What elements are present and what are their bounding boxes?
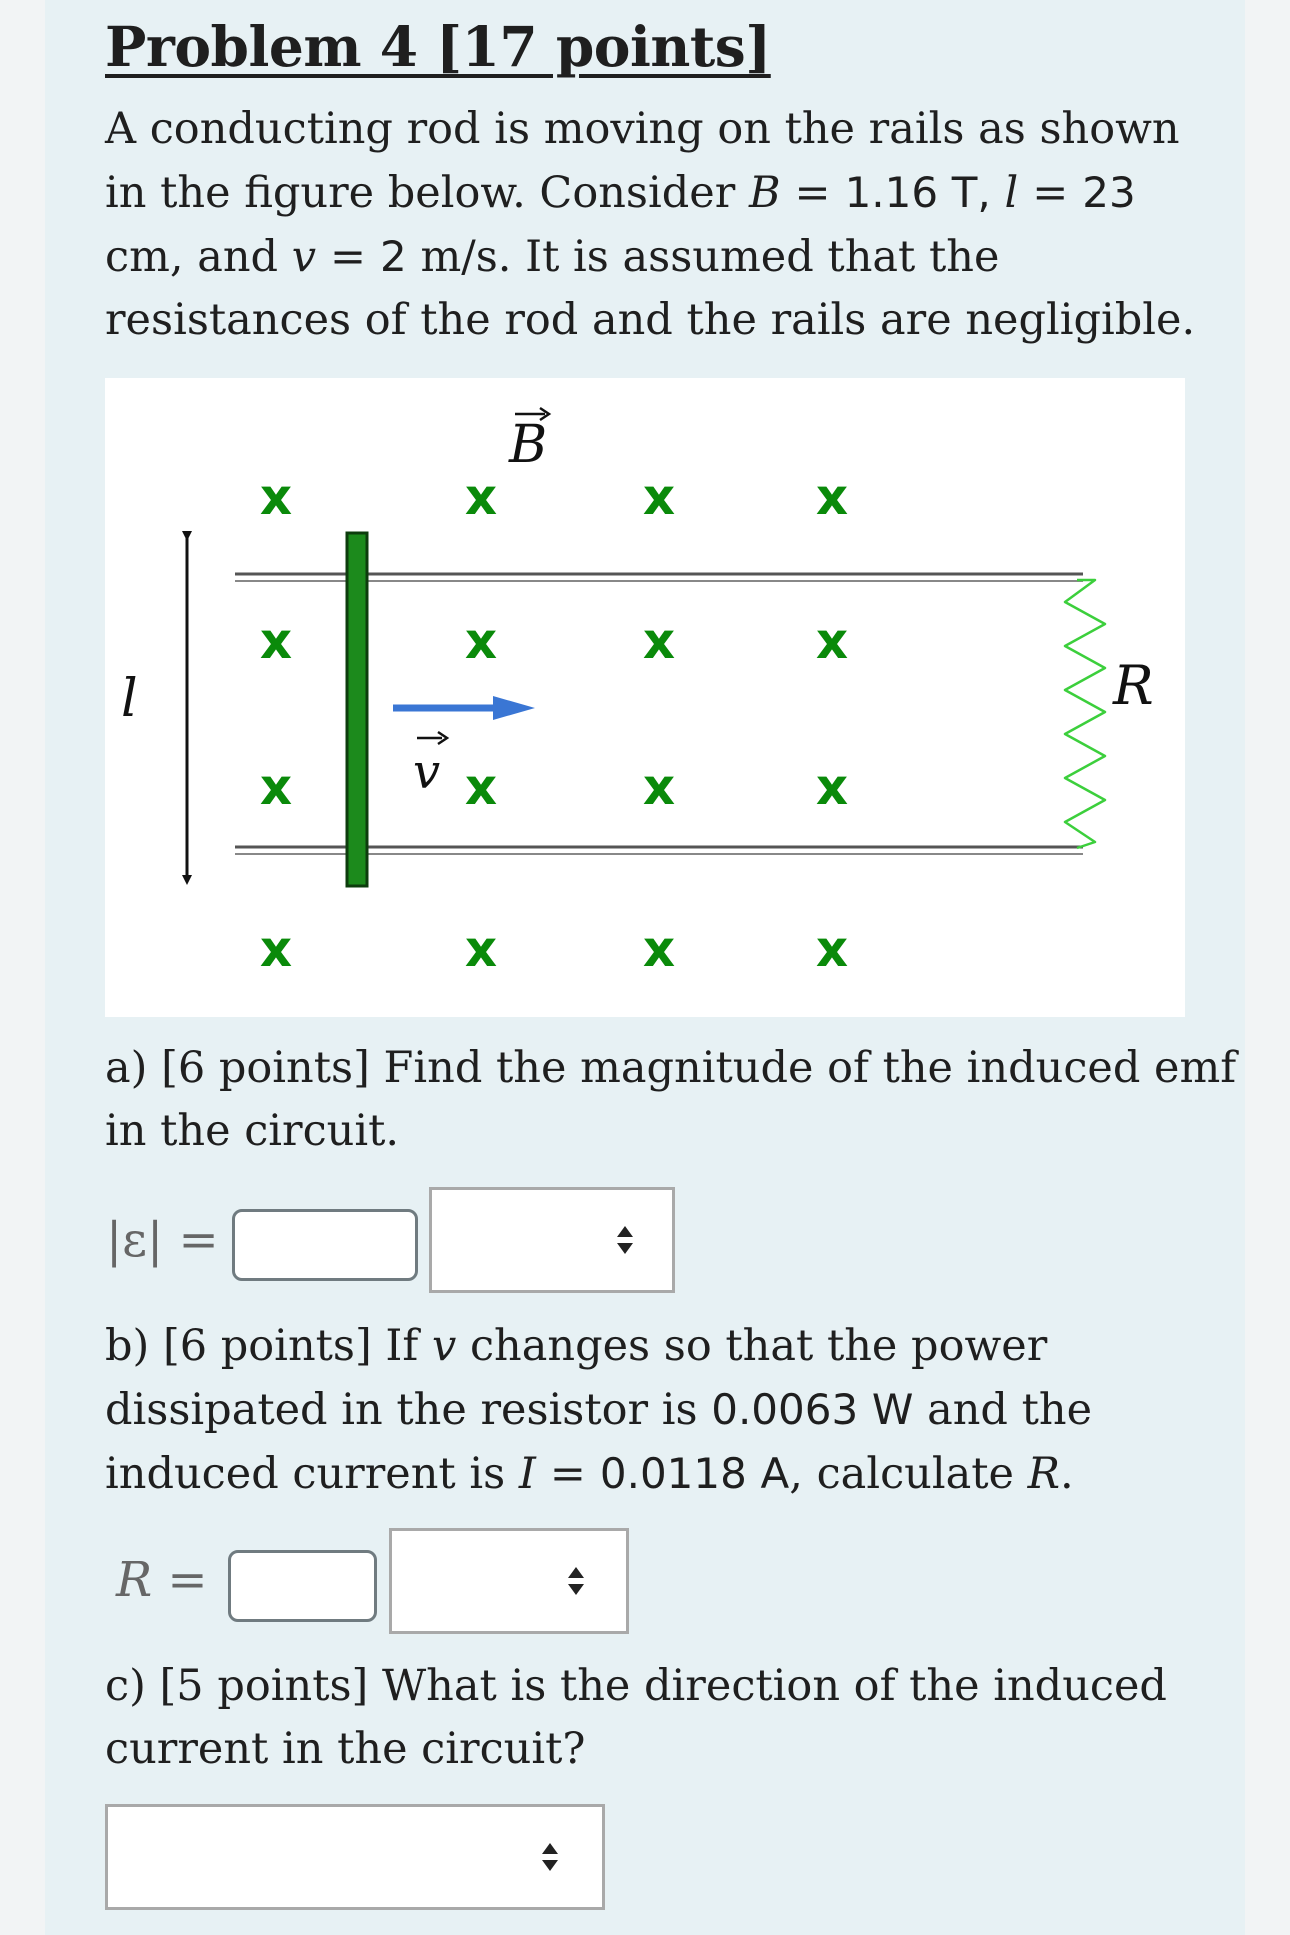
I-symbol: I	[518, 1449, 536, 1499]
resistor	[1063, 578, 1107, 850]
field-label: B	[508, 415, 547, 475]
problem-statement: A conducting rod is moving on the rails …	[105, 98, 1196, 352]
part-b-text: .	[1060, 1449, 1074, 1499]
B-value: 1.16	[844, 168, 939, 217]
current-value: 0.0118	[599, 1449, 747, 1498]
cm-unit-text: cm, and	[105, 232, 292, 282]
statement-line-4: resistances of the rod and the rails are…	[105, 295, 1196, 345]
select-updown-arrow-icon	[542, 1843, 558, 1871]
field-cross-icon: x	[816, 758, 848, 816]
l-value: 23	[1082, 168, 1136, 217]
part-c-line-2: current in the circuit?	[105, 1724, 586, 1774]
part-b-question: b) [6 points] If v changes so that the p…	[105, 1315, 1185, 1506]
part-c-question: c) [5 points] What is the direction of t…	[105, 1655, 1185, 1781]
l-symbol: l	[1004, 168, 1019, 218]
field-cross-icon: x	[643, 468, 675, 526]
equals-sign: =	[1032, 168, 1069, 218]
part-b-text: and the	[913, 1385, 1093, 1435]
equals-sign: =	[794, 168, 831, 218]
part-b-line-2: dissipated in the resistor is 0.0063 W a…	[105, 1378, 1185, 1442]
field-cross-icon: x	[260, 468, 292, 526]
B-symbol: B	[748, 168, 781, 218]
part-c-line-1: c) [5 points] What is the direction of t…	[105, 1661, 1167, 1711]
circuit-diagram: R l v B x x x x x x x x x x x x x x x x	[121, 406, 1154, 978]
field-cross-icon: x	[260, 920, 292, 978]
rails	[235, 572, 1083, 855]
R-symbol: R	[1027, 1449, 1061, 1499]
emf-answer-input[interactable]	[232, 1209, 418, 1281]
field-cross-icon: x	[465, 758, 497, 816]
part-a-line-2: in the circuit.	[105, 1106, 400, 1156]
velocity-vector-arrow-icon	[417, 730, 450, 746]
part-a-question: a) [6 points] Find the magnitude of the …	[105, 1037, 1237, 1163]
part-b-line-1: b) [6 points] If v changes so that the p…	[105, 1315, 1185, 1378]
problem-title: Problem 4 [17 points]	[105, 14, 771, 79]
tesla-unit: T,	[951, 168, 991, 217]
part-b-line-3: induced current is I = 0.0118 A, calculate…	[105, 1442, 1185, 1506]
v-value: 2	[380, 232, 407, 281]
statement-text: m/s. It is assumed that the	[420, 232, 1000, 282]
field-cross-icon: x	[643, 758, 675, 816]
resistance-answer-input[interactable]	[228, 1550, 377, 1622]
equals-sign: =	[549, 1449, 586, 1499]
statement-line-2: in the figure below. Consider B=1.16 T, …	[105, 161, 1185, 225]
statement-line-1: A conducting rod is moving on the rails …	[105, 104, 1180, 154]
emf-unit-select[interactable]	[429, 1187, 675, 1293]
part-a-line-1: a) [6 points] Find the magnitude of the …	[105, 1043, 1237, 1093]
field-cross-icon: x	[643, 920, 675, 978]
field-cross-markers: x x x x x x x x x x x x x x x x	[260, 468, 848, 978]
field-cross-icon: x	[465, 468, 497, 526]
part-b-text: changes so that the power	[456, 1321, 1048, 1371]
field-vector-arrow-icon	[515, 406, 552, 422]
length-label: l	[121, 669, 138, 729]
part-b-text: , calculate	[789, 1449, 1028, 1499]
field-cross-icon: x	[465, 920, 497, 978]
conducting-rod	[345, 531, 369, 888]
select-updown-arrow-icon	[617, 1226, 633, 1254]
v-symbol: v	[432, 1321, 457, 1371]
ampere-unit: A	[760, 1449, 790, 1498]
emf-label: |ε| =	[106, 1212, 219, 1268]
equals-sign: =	[330, 232, 367, 282]
statement-line-3: cm, and v = 2 m/s. It is assumed that the	[105, 225, 1185, 289]
field-cross-icon: x	[816, 920, 848, 978]
current-direction-select[interactable]	[105, 1804, 605, 1910]
field-cross-icon: x	[260, 612, 292, 670]
field-cross-icon: x	[816, 612, 848, 670]
watt-unit: W	[871, 1385, 914, 1434]
field-cross-icon: x	[260, 758, 292, 816]
statement-text: in the figure below. Consider	[105, 168, 749, 218]
velocity-arrow	[393, 696, 535, 720]
velocity-label: v	[413, 744, 440, 800]
part-b-text: dissipated in the resistor is	[105, 1385, 712, 1435]
resistance-unit-select[interactable]	[389, 1528, 629, 1634]
field-cross-icon: x	[816, 468, 848, 526]
part-b-text: b) [6 points] If	[105, 1321, 432, 1371]
v-symbol: v	[291, 232, 317, 282]
field-cross-icon: x	[643, 612, 675, 670]
part-b-text: induced current is	[105, 1449, 519, 1499]
resistance-label: R =	[116, 1552, 208, 1608]
rod-on-rails-figure: R l v B x x x x x x x x x x x x x x x x	[105, 378, 1185, 1017]
resistor-label: R	[1112, 654, 1154, 717]
power-value: 0.0063	[711, 1385, 859, 1434]
select-updown-arrow-icon	[568, 1567, 584, 1595]
field-cross-icon: x	[465, 612, 497, 670]
